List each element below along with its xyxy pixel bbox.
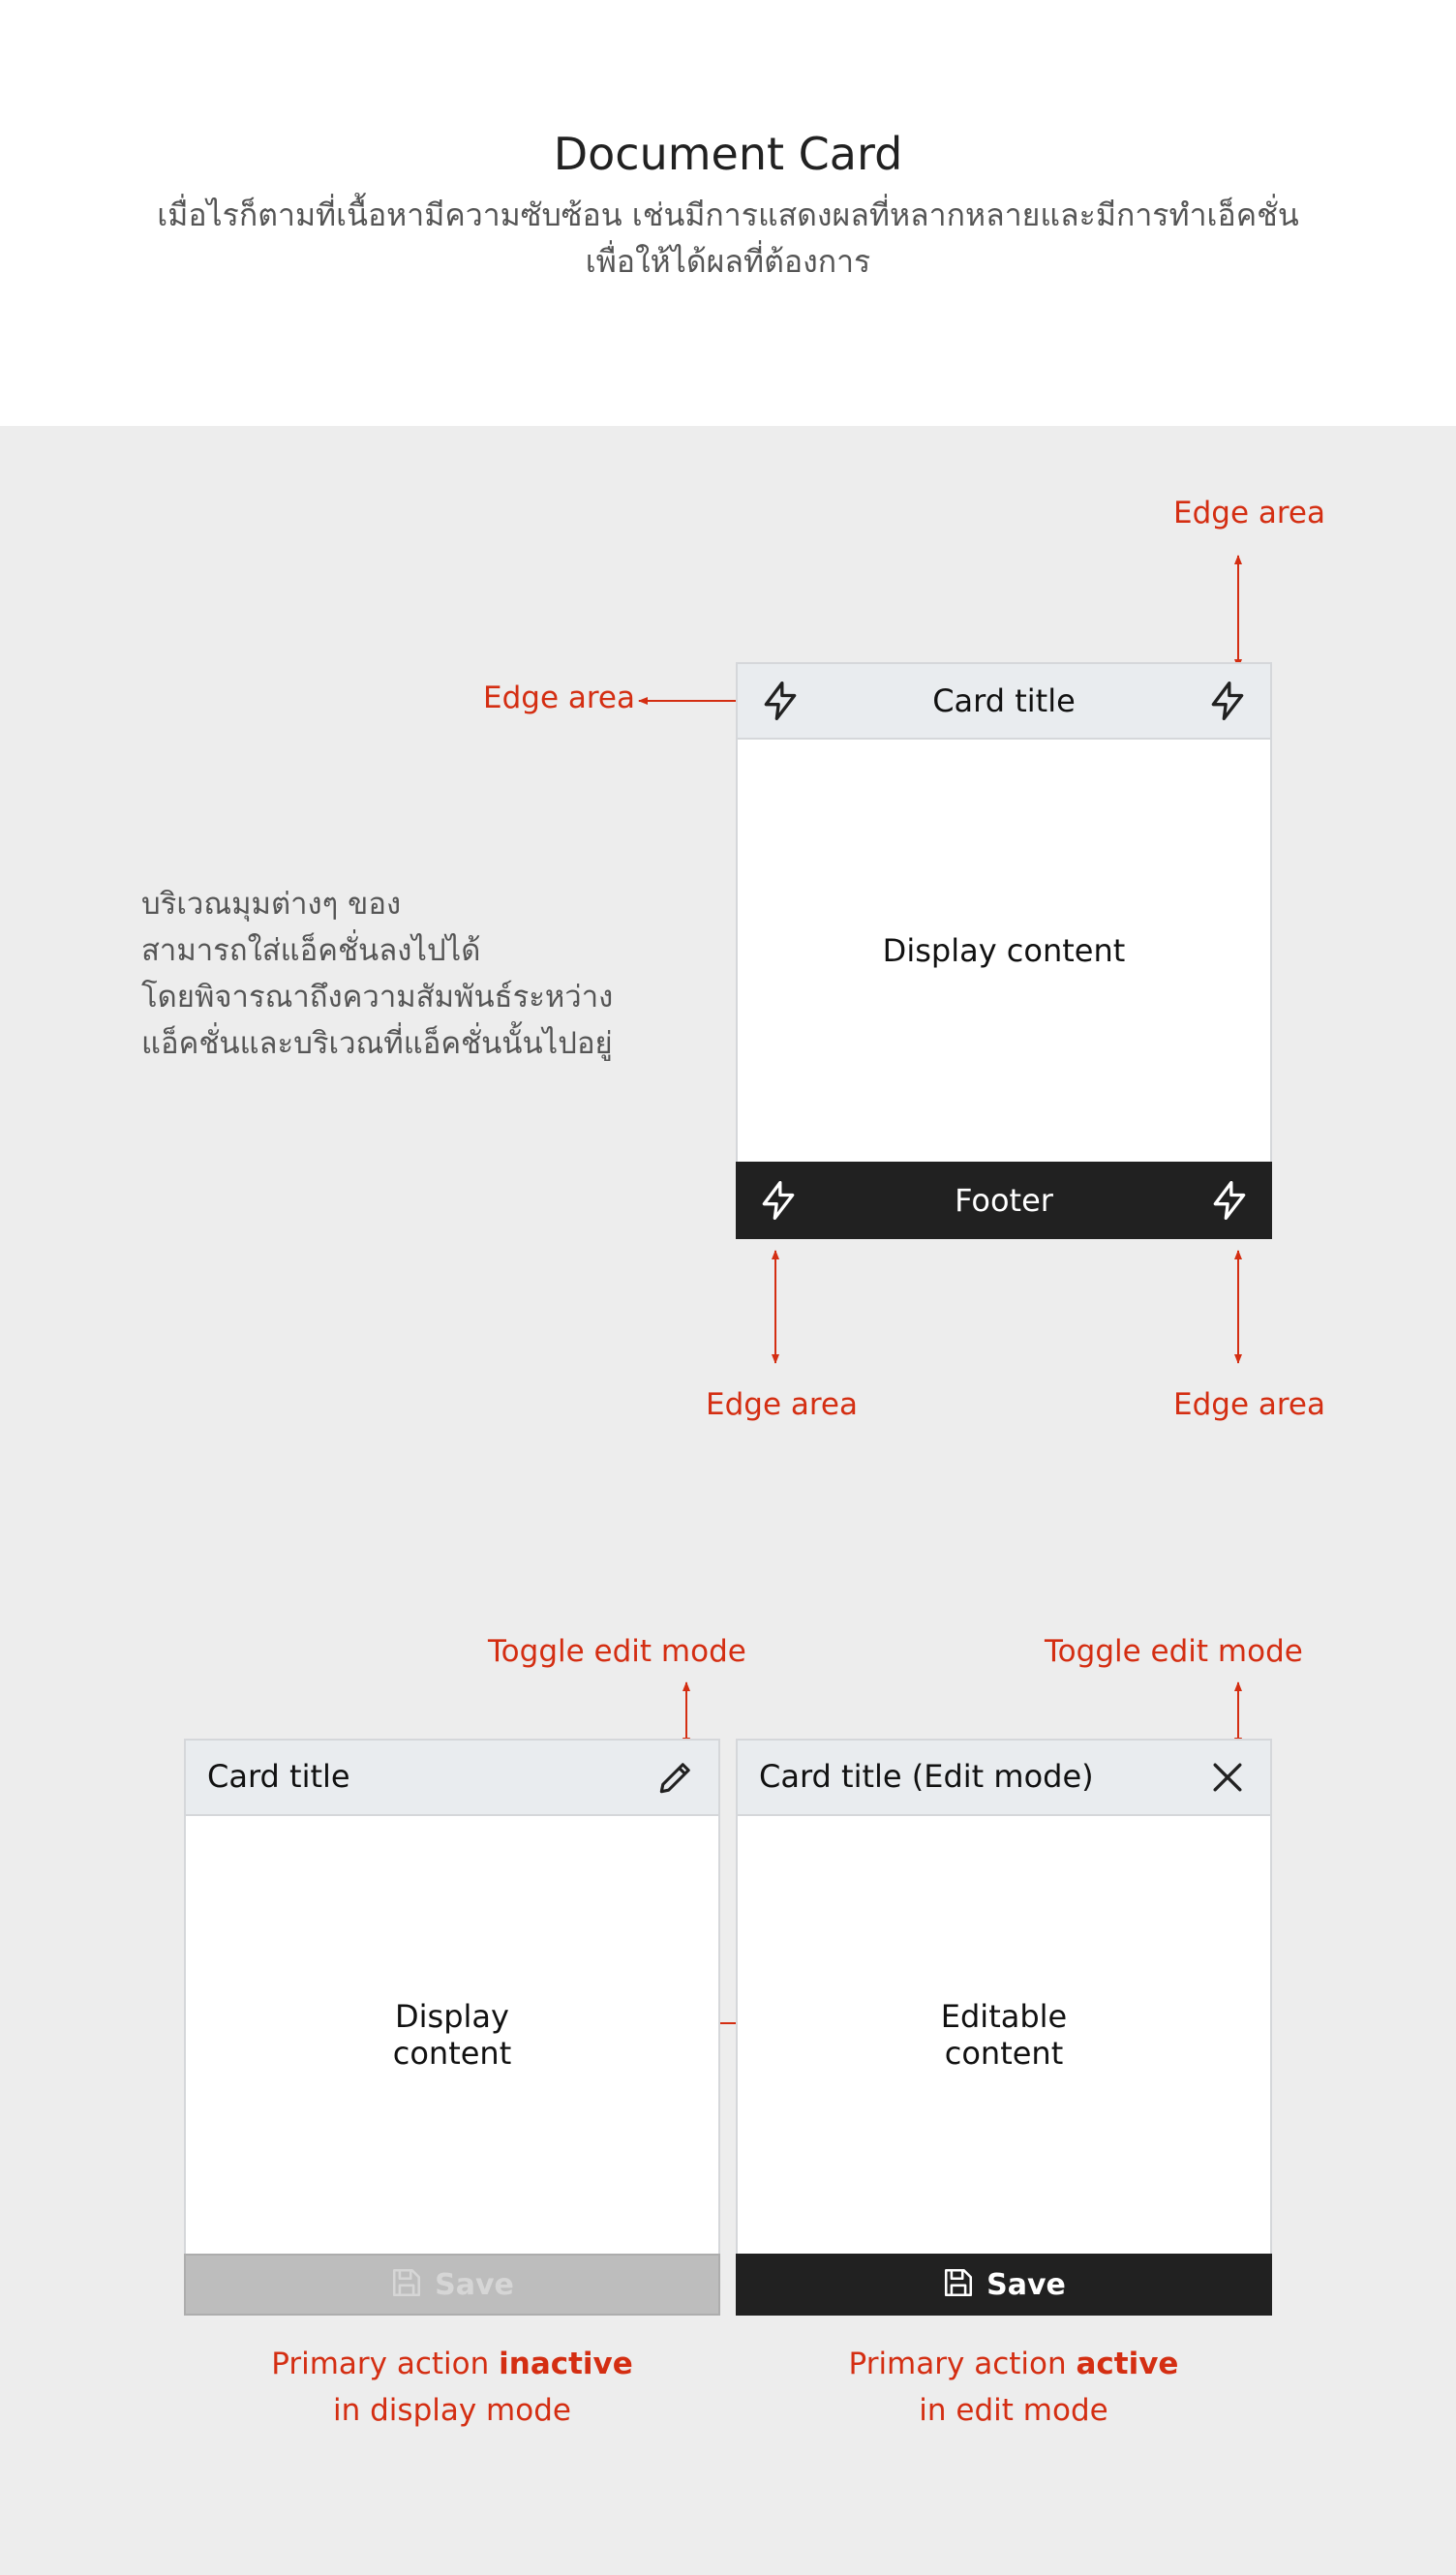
save-label: Save: [435, 2267, 514, 2302]
page-subtitle: เมื่อไรก็ตามที่เนื้อหามีความซับซ้อน เช่น…: [145, 192, 1311, 285]
subtitle-line-1: เมื่อไรก็ตามที่เนื้อหามีความซับซ้อน เช่น…: [157, 197, 1299, 233]
edit-card-header: Card title (Edit mode): [736, 1739, 1272, 1816]
edit-card-body: Editable content: [736, 1816, 1272, 2254]
caption-edit-mode: Primary action active in edit mode: [745, 2341, 1282, 2434]
edit-content-line-1: Editable: [940, 1998, 1068, 2035]
page-title: Document Card: [553, 128, 903, 180]
caption-right-prefix: Primary action: [848, 2347, 1077, 2381]
caption-left-bold: inactive: [499, 2347, 633, 2381]
close-icon[interactable]: [1206, 1756, 1249, 1802]
caption-right-line-2: in edit mode: [919, 2393, 1108, 2428]
save-button-active[interactable]: Save: [736, 2254, 1272, 2316]
description-line-3: โดยพิจารณาถึงความสัมพันธ์ระหว่าง: [141, 980, 614, 1015]
description-line-2: สามารถใส่แอ็คชั่นลงไปได้: [141, 933, 481, 968]
caption-right-bold: active: [1076, 2347, 1179, 2381]
bolt-icon[interactable]: [759, 680, 802, 726]
edit-content-line-2: content: [944, 2035, 1064, 2072]
edge-label-bottom-right: Edge area: [1173, 1387, 1325, 1422]
display-card-title: Card title: [207, 1758, 350, 1795]
footer-label: Footer: [955, 1182, 1053, 1219]
bolt-icon[interactable]: [1208, 1179, 1251, 1226]
description-line-4: แอ็คชั่นและบริเวณที่แอ็คชั่นนั้นไปอยู่: [141, 1026, 613, 1061]
toggle-label-left: Toggle edit mode: [488, 1634, 746, 1669]
display-content-line-2: content: [392, 2035, 512, 2072]
edge-label-left: Edge area: [483, 681, 635, 715]
caption-left-prefix: Primary action: [271, 2347, 500, 2381]
example-card-footer: Footer: [736, 1162, 1272, 1239]
example-card-body: Display content: [736, 740, 1272, 1162]
pencil-icon[interactable]: [654, 1756, 697, 1802]
toggle-label-right: Toggle edit mode: [1045, 1634, 1303, 1669]
edge-area-description: บริเวณมุมต่างๆ ของ สามารถใส่แอ็คชั่นลงไป…: [141, 881, 645, 1067]
display-card-header: Card title: [184, 1739, 720, 1816]
save-button-disabled[interactable]: Save: [184, 2254, 720, 2316]
example-card-header: Card title: [736, 662, 1272, 740]
edit-card-title: Card title (Edit mode): [759, 1758, 1094, 1795]
description-line-1: บริเวณมุมต่างๆ ของ: [141, 887, 402, 922]
caption-left-line-2: in display mode: [333, 2393, 571, 2428]
save-icon: [942, 2266, 975, 2303]
bolt-icon[interactable]: [757, 1179, 800, 1226]
bolt-icon[interactable]: [1206, 680, 1249, 726]
save-label: Save: [986, 2267, 1066, 2302]
display-content-line-1: Display: [395, 1998, 509, 2035]
card-content: Display content: [882, 932, 1126, 969]
edge-label-top-right: Edge area: [1173, 496, 1325, 530]
caption-display-mode: Primary action inactive in display mode: [184, 2341, 720, 2434]
display-card-body: Display content: [184, 1816, 720, 2254]
edge-label-bottom-left: Edge area: [706, 1387, 858, 1422]
save-icon: [390, 2266, 423, 2303]
subtitle-line-2: เพื่อให้ได้ผลที่ต้องการ: [585, 243, 871, 280]
card-title: Card title: [932, 682, 1076, 719]
header-section: [0, 0, 1456, 426]
